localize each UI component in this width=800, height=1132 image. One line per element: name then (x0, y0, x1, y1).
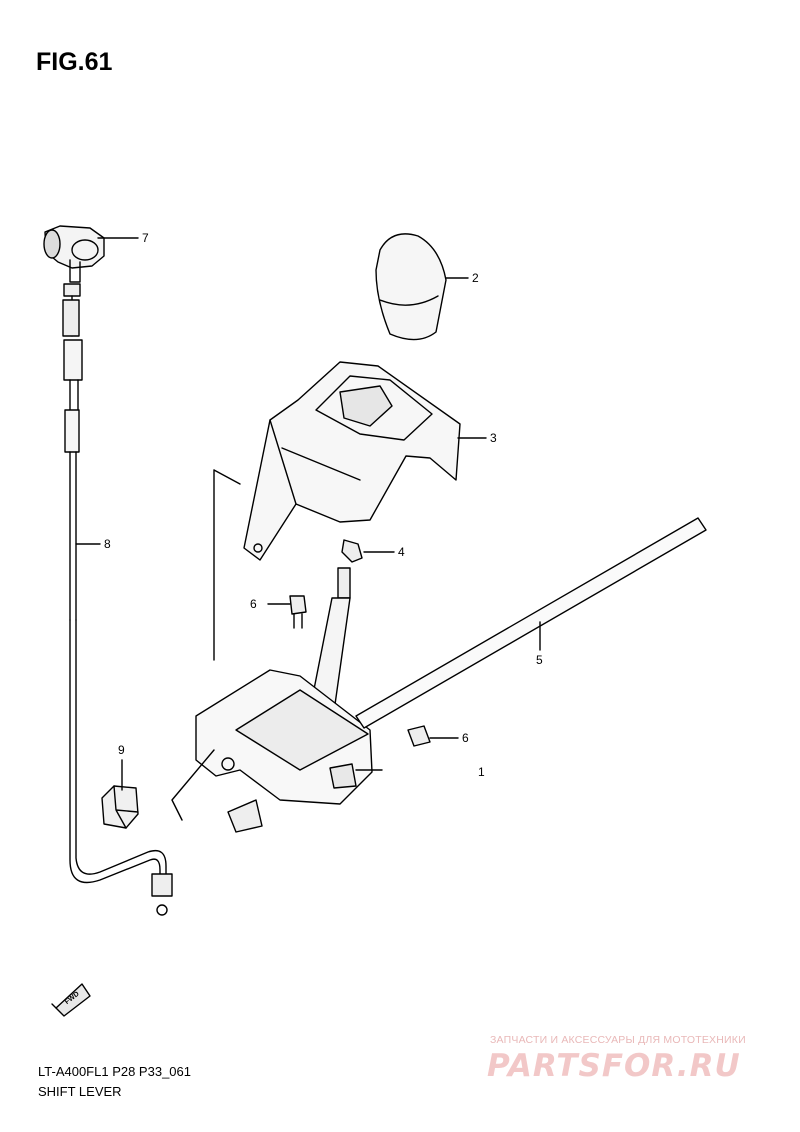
part-name: SHIFT LEVER (38, 1084, 122, 1099)
callout-9: 9 (118, 743, 125, 757)
callout-4: 4 (398, 545, 405, 559)
shift-lever-cover (243, 361, 461, 561)
model-code: LT-A400FL1 P28 P33_061 (38, 1064, 191, 1079)
callout-6a: 6 (250, 597, 257, 611)
callout-5: 5 (536, 653, 543, 667)
callouts: 1 2 3 4 5 6 6 7 8 9 FWD (64, 231, 543, 1006)
fwd-arrow-icon (51, 983, 91, 1017)
bracket-bolt-right (407, 725, 431, 747)
cable-clamp (101, 785, 139, 829)
callout-1: 1 (478, 765, 485, 779)
figure-title: FIG.61 (36, 48, 113, 76)
callout-7: 7 (142, 231, 149, 245)
callout-8: 8 (104, 537, 111, 551)
watermark-subtitle: ЗАПЧАСТИ И АКСЕССУАРЫ ДЛЯ МОТОТЕХНИКИ (490, 1034, 746, 1046)
reverse-switch-connector (43, 225, 105, 297)
watermark-brand: PARTSFOR.RU (487, 1048, 741, 1084)
callout-3: 3 (490, 431, 497, 445)
cover-bolt (341, 539, 363, 563)
callout-6b: 6 (462, 731, 469, 745)
shift-lever-assembly (171, 567, 373, 833)
shift-knob (375, 233, 447, 341)
bracket-bolt-upper (289, 595, 307, 629)
callout-2: 2 (472, 271, 479, 285)
reverse-cable (62, 295, 173, 916)
shift-rod (355, 517, 707, 729)
